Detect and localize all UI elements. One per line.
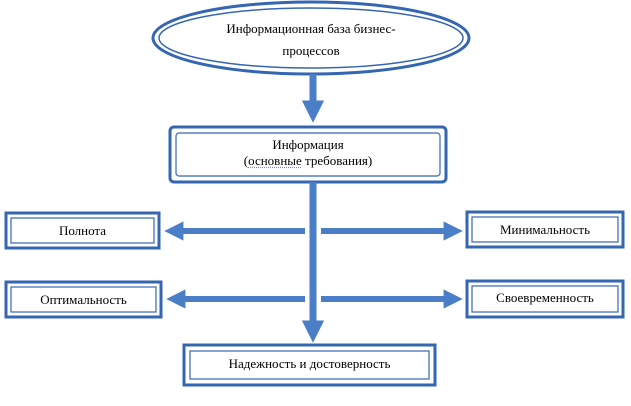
root-label: Информационная база бизнес- процессов — [180, 21, 442, 59]
box-svoevremennost — [465, 279, 625, 319]
label-svoevremennost: Своевременность — [496, 290, 594, 305]
root-label-line2: процессов — [282, 43, 340, 58]
label-polnota: Полнота — [58, 223, 107, 238]
info-rest: требования) — [301, 153, 373, 168]
label-minimalnost: Минимальность — [499, 222, 591, 237]
box-minimalnost — [465, 210, 625, 249]
info-open-paren: ( — [243, 153, 249, 168]
info-box — [168, 125, 448, 184]
box-optimalnost — [4, 280, 163, 319]
label-optimalnost: Оптимальность — [40, 292, 127, 307]
root-oval — [151, 0, 471, 76]
root-label-line1: Информационная база бизнес- — [226, 21, 396, 36]
box-polnota — [4, 211, 161, 250]
info-label-line2: (основные требования) — [178, 153, 438, 169]
info-underlined-word: основные — [248, 153, 302, 168]
label-nadezhnost: Надежность и достоверность — [228, 356, 391, 371]
box-nadezhnost — [182, 343, 437, 387]
info-label: Информация (основные требования) — [178, 137, 438, 169]
info-label-line1: Информация — [272, 137, 344, 152]
